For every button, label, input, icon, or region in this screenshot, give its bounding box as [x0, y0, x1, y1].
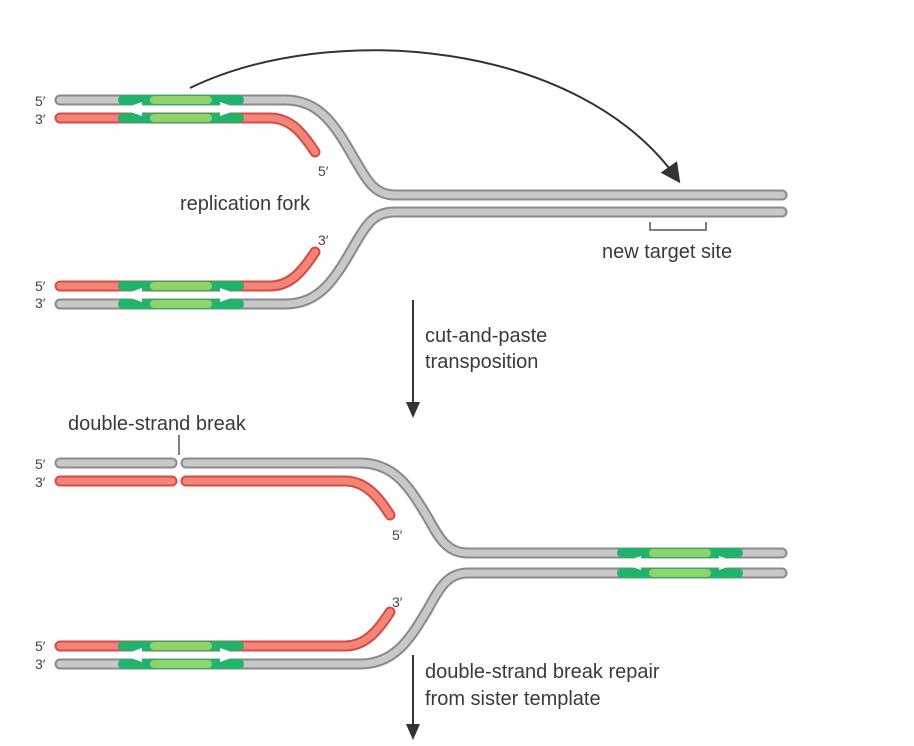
end-label-5prime: 5′ [35, 278, 46, 294]
new-target-site-label: new target site [602, 241, 732, 263]
transposon-top [118, 95, 244, 123]
panel-before: 5′ 3′ 5′ 3′ 5′ 3′ replication fork new t… [35, 49, 788, 311]
curved-arrow-icon [189, 49, 681, 184]
terminal-repeat-left-icon [122, 288, 142, 302]
target-site-bracket [649, 222, 707, 231]
transposon-new-site [617, 548, 743, 578]
end-label-3prime: 3′ [35, 474, 46, 490]
process-step-1: cut-and-paste transposition [406, 300, 547, 418]
end-label-3prime: 3′ [392, 594, 403, 610]
terminal-repeat-right-icon [719, 556, 739, 570]
end-label-5prime: 5′ [35, 456, 46, 472]
end-label-5prime: 5′ [392, 527, 403, 543]
transposon-bottom [118, 281, 244, 309]
transposon-bottom [118, 641, 244, 669]
end-label-5prime: 5′ [35, 638, 46, 654]
parental-strand-top-right-fragment [182, 459, 786, 557]
terminal-repeat-right-icon [220, 288, 240, 302]
new-strand-top-right-fragment [182, 477, 394, 519]
double-strand-break-label: double-strand break [68, 413, 247, 435]
terminal-repeat-right-icon [220, 648, 240, 662]
process-step-2: double-strand break repair from sister t… [406, 655, 660, 740]
end-label-3prime: 3′ [35, 111, 46, 127]
terminal-repeat-left-icon [122, 648, 142, 662]
repair-label-line2: from sister template [425, 688, 601, 710]
end-label-5prime: 5′ [35, 93, 46, 109]
new-strand-bottom [56, 608, 394, 650]
end-label-5prime: 5′ [318, 163, 329, 179]
terminal-repeat-right-icon [220, 102, 240, 116]
terminal-repeat-left-icon [621, 556, 641, 570]
new-strand-top [54, 112, 321, 158]
panel-after: double-strand break 5′ 3′ 5′ 3′ 5′ 3′ [35, 413, 788, 672]
transposition-label: transposition [425, 351, 538, 373]
end-label-3prime: 3′ [35, 295, 46, 311]
replication-fork-label: replication fork [180, 193, 311, 215]
terminal-repeat-left-icon [122, 102, 142, 116]
end-label-3prime: 3′ [35, 656, 46, 672]
new-strand-bottom [54, 246, 321, 292]
end-label-3prime: 3′ [318, 232, 329, 248]
cut-and-paste-label: cut-and-paste [425, 325, 547, 347]
repair-label-line1: double-strand break repair [425, 661, 660, 683]
parental-strand-bottom [56, 569, 786, 668]
